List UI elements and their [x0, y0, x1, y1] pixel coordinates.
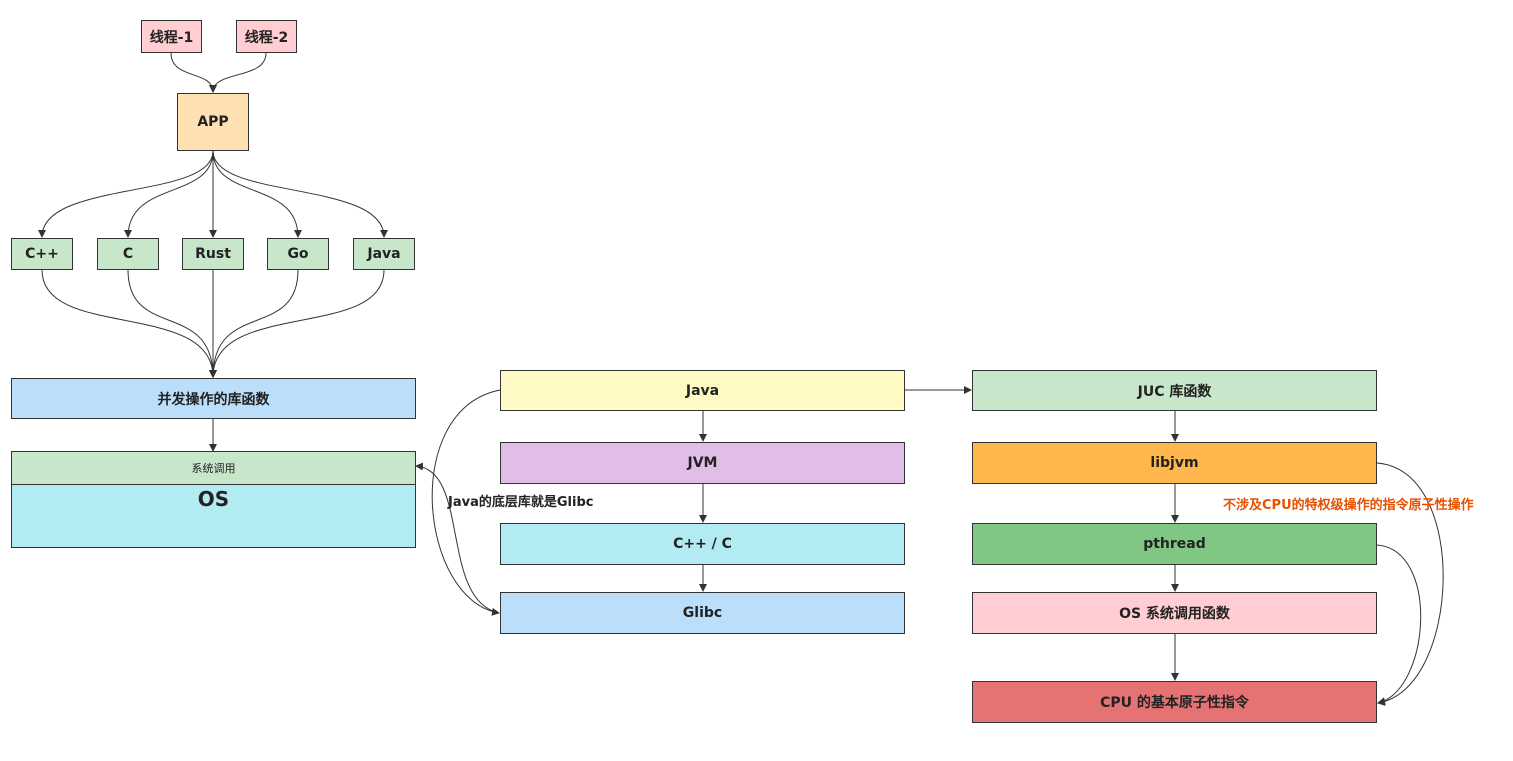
concurrency-lib-box: 并发操作的库函数 [11, 378, 416, 419]
lang-cpp-box: C++ [11, 238, 73, 270]
syscall-bar: 系统调用 [11, 451, 416, 485]
atomic-note: 不涉及CPU的特权级操作的指令原子性操作 [1223, 498, 1474, 513]
lang-c-box: C [97, 238, 159, 270]
java-glibc-note: Java的底层库就是Glibc [448, 495, 594, 510]
jvm-box: JVM [500, 442, 905, 484]
lang-java-box: Java [353, 238, 415, 270]
app-box: APP [177, 93, 249, 151]
libjvm-box: libjvm [972, 442, 1377, 484]
os-syscall-box: OS 系统调用函数 [972, 592, 1377, 634]
pthread-box: pthread [972, 523, 1377, 565]
os-label: OS [197, 487, 230, 511]
thread-1-box: 线程-1 [141, 20, 202, 53]
cpp-c-box: C++ / C [500, 523, 905, 565]
glibc-box: Glibc [500, 592, 905, 634]
thread-2-box: 线程-2 [236, 20, 297, 53]
juc-box: JUC 库函数 [972, 370, 1377, 411]
cpu-atomic-box: CPU 的基本原子性指令 [972, 681, 1377, 723]
lang-rust-box: Rust [182, 238, 244, 270]
java-box: Java [500, 370, 905, 411]
lang-go-box: Go [267, 238, 329, 270]
